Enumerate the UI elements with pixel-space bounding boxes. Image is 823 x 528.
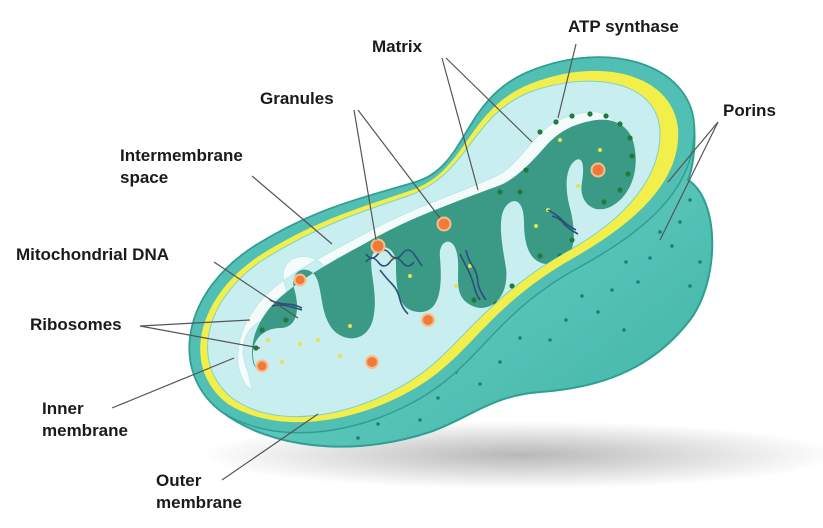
granule — [255, 359, 269, 373]
label-matrix: Matrix — [372, 37, 423, 56]
label-granules: Granules — [260, 89, 334, 108]
leader-lines — [111, 43, 719, 481]
granules — [255, 162, 606, 373]
leader-intermembrane — [251, 175, 333, 245]
granule — [365, 355, 379, 369]
granule — [590, 162, 606, 178]
leader-matrix-1 — [441, 57, 479, 191]
label-ribosomes: Ribosomes — [30, 315, 122, 334]
granule — [370, 238, 386, 254]
leader-outer-membrane — [221, 413, 319, 481]
leader-ribosomes-2 — [139, 325, 261, 349]
leader-matrix-2 — [445, 57, 533, 143]
granule — [421, 313, 435, 327]
label-porins: Porins — [723, 101, 776, 120]
granule — [293, 273, 307, 287]
leader-granules-2 — [357, 109, 441, 219]
label-atp-synthase: ATP synthase — [568, 17, 679, 36]
label-outer-membrane: Outer membrane — [156, 471, 242, 512]
leader-porins-2 — [659, 121, 719, 241]
leader-granules-1 — [353, 109, 377, 241]
leader-inner-membrane — [111, 357, 235, 409]
leader-porins-1 — [667, 121, 719, 183]
granule — [436, 216, 452, 232]
leader-atp-synthase — [557, 43, 577, 119]
label-inner-membrane: Inner membrane — [42, 399, 128, 440]
label-mitochondrial-dna: Mitochondrial DNA — [16, 245, 169, 264]
leader-dna — [213, 261, 299, 319]
label-intermembrane-space: Intermembrane space — [120, 146, 243, 187]
leader-ribosomes-1 — [139, 319, 251, 327]
matrix-area — [252, 119, 636, 368]
porin-dots — [356, 198, 702, 440]
ribosome-particles — [266, 138, 602, 364]
